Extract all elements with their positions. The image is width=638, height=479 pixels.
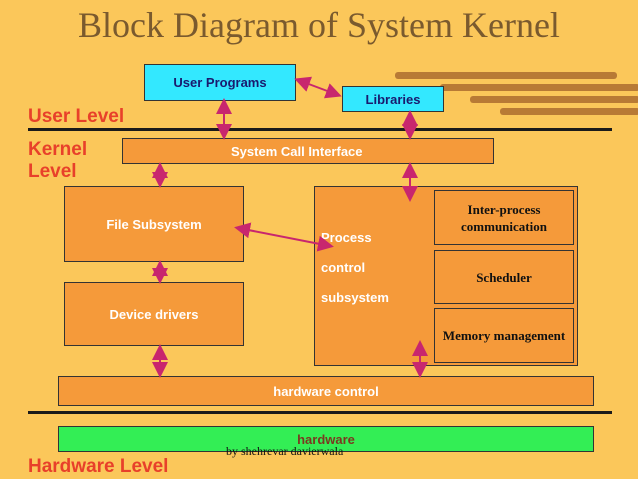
user-kernel-divider [28, 128, 612, 131]
author-credit: by shehrevar davierwala [226, 444, 344, 458]
kernel-level-line2: Level [28, 161, 77, 182]
kernel-hardware-divider [28, 411, 612, 414]
page-title: Block Diagram of System Kernel [78, 5, 560, 45]
memory-management-block[interactable]: Memory management [434, 308, 574, 363]
kernel-level-label: Kernel Level [28, 139, 87, 183]
scheduler-block[interactable]: Scheduler [434, 250, 574, 304]
kernel-level-line1: Kernel [28, 139, 88, 160]
process-line2: control [321, 260, 366, 275]
hardware-control-block[interactable]: hardware control [58, 376, 594, 406]
libraries-block[interactable]: Libraries [342, 86, 444, 112]
system-call-interface-label: System Call Interface [231, 144, 363, 159]
user-programs-block[interactable]: User Programs [144, 64, 296, 101]
user-level-label: User Level [28, 106, 125, 127]
device-drivers-block[interactable]: Device drivers [64, 282, 244, 346]
system-call-interface-block[interactable]: System Call Interface [122, 138, 494, 164]
decorative-bar [500, 108, 638, 115]
arrow-user-programs-libraries [294, 76, 342, 99]
decorative-bar [440, 84, 638, 91]
file-subsystem-block[interactable]: File Subsystem [64, 186, 244, 262]
decorative-bar [395, 72, 617, 79]
hardware-level-label: Hardware Level [28, 456, 169, 477]
decorative-bar [470, 96, 638, 103]
process-line1: Process [321, 230, 372, 245]
hardware-block[interactable]: hardware [58, 426, 594, 452]
process-line3: subsystem [321, 290, 389, 305]
inter-process-communication-block[interactable]: Inter-process communication [434, 190, 574, 245]
process-control-label: Process control subsystem [321, 223, 389, 313]
